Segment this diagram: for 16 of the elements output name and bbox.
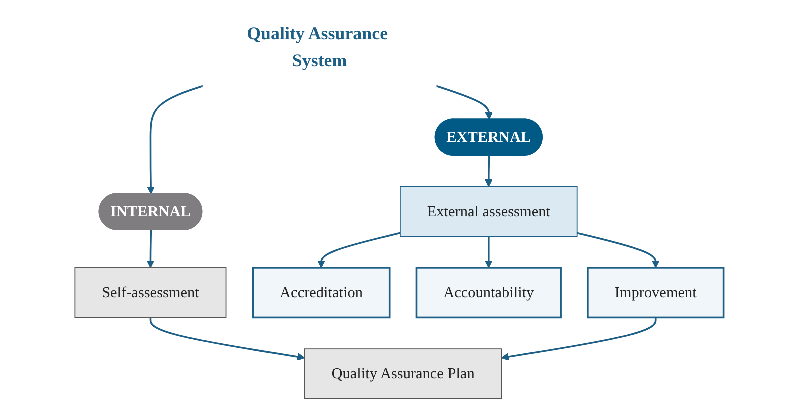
node-text: Quality Assurance System — [246, 24, 388, 71]
arrow — [317, 232, 400, 268]
node-box: External assessment — [400, 186, 578, 238]
arrow — [436, 85, 493, 120]
arrow — [500, 318, 656, 361]
node-box: Accountability — [415, 267, 562, 319]
node-box: Self-assessment — [74, 268, 226, 318]
node-box: Improvement — [586, 267, 724, 319]
arrow — [146, 230, 154, 268]
node-box: Quality Assurance Plan — [304, 348, 502, 400]
arrow — [149, 318, 305, 361]
arrow — [146, 85, 204, 194]
arrow — [484, 156, 492, 188]
node-box: Accreditation — [252, 267, 390, 319]
arrow — [576, 232, 660, 268]
arrow — [484, 236, 492, 268]
